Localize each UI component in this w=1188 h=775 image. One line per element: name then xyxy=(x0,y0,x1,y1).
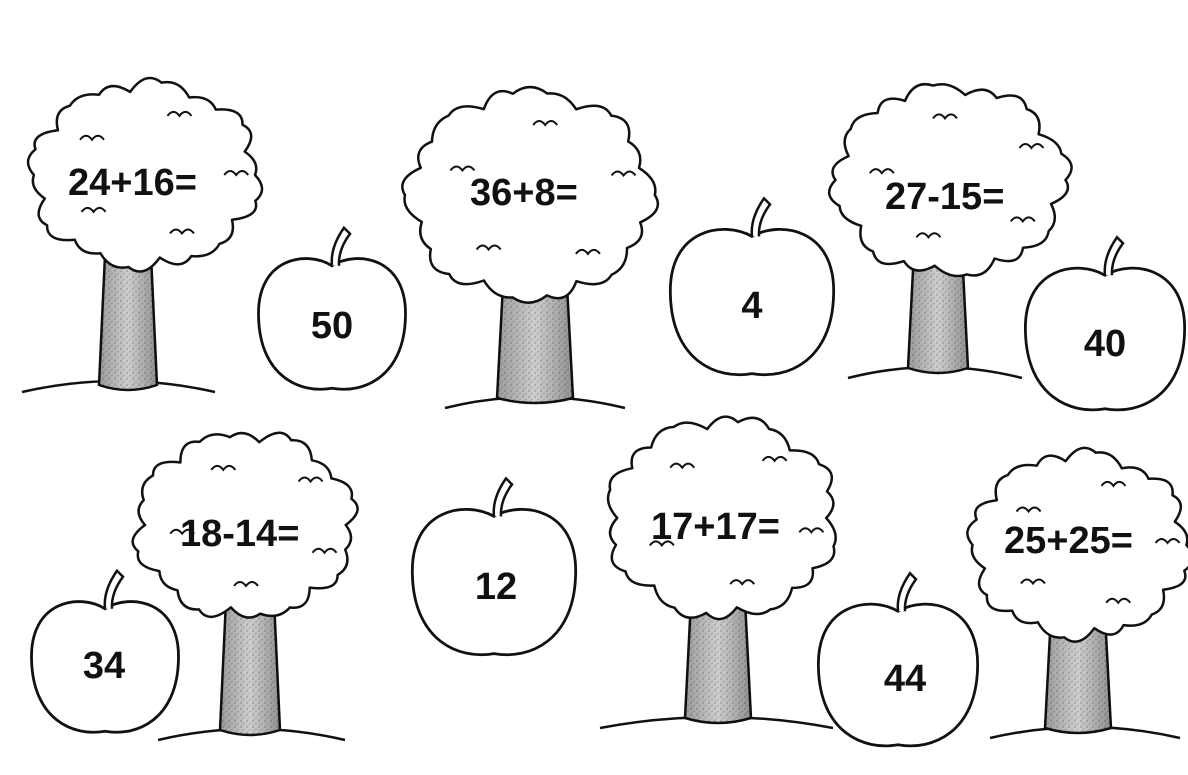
apple-answer-6: 44 xyxy=(883,658,927,700)
apple-answer-3: 40 xyxy=(1083,323,1127,365)
apple-stem xyxy=(103,568,125,609)
apple-body xyxy=(817,602,979,748)
tree-2 xyxy=(401,85,660,410)
leaf-squiggle xyxy=(311,547,338,555)
crown xyxy=(828,82,1073,278)
apple-answer-4: 12 xyxy=(474,566,518,608)
apple-5 xyxy=(30,568,180,734)
leaf-squiggle xyxy=(932,113,958,121)
tree-expression-5: 17+17= xyxy=(651,506,780,548)
crown xyxy=(401,85,660,304)
apple-stem xyxy=(896,571,918,612)
tree-expression-3: 27-15= xyxy=(885,176,1005,218)
tree-expression-1: 24+16= xyxy=(68,162,197,204)
apple-3 xyxy=(1024,235,1186,412)
apple-body xyxy=(30,600,180,734)
leaf-squiggle xyxy=(669,462,696,470)
tree-5 xyxy=(599,415,837,730)
leaf-squiggle xyxy=(80,206,107,214)
tree-3 xyxy=(828,82,1073,380)
leaf-squiggle xyxy=(1100,480,1127,488)
apple-1 xyxy=(257,225,407,391)
apple-body xyxy=(410,508,578,657)
leaf-squiggle xyxy=(475,244,502,252)
leaf-squiggle xyxy=(1105,597,1132,605)
leaf-squiggle xyxy=(729,579,756,586)
apple-stem xyxy=(1103,235,1125,276)
leaf-squiggle xyxy=(610,170,637,178)
apple-stem xyxy=(750,196,772,237)
apple-answer-2: 4 xyxy=(741,285,763,327)
crown xyxy=(26,76,264,273)
leaf-squiggle xyxy=(649,540,675,548)
leaf-squiggle xyxy=(1018,142,1045,150)
apple-body xyxy=(1024,266,1186,412)
leaf-squiggle xyxy=(1020,578,1046,586)
leaf-squiggle xyxy=(223,170,249,177)
tree-4 xyxy=(131,431,359,742)
leaf-squiggle xyxy=(210,464,237,472)
apple-body xyxy=(257,257,407,391)
leaf-squiggle xyxy=(915,232,942,239)
leaf-squiggle xyxy=(1154,537,1181,545)
leaf-squiggle xyxy=(1009,216,1036,224)
leaf-squiggle xyxy=(166,110,193,118)
leaf-squiggle xyxy=(1015,506,1042,514)
apple-stem xyxy=(492,476,514,517)
apple-answer-5: 34 xyxy=(82,645,126,687)
leaf-squiggle xyxy=(532,120,558,127)
apple-body xyxy=(668,228,836,377)
apple-2 xyxy=(668,196,836,377)
crown xyxy=(966,446,1188,643)
tree-6 xyxy=(966,446,1188,740)
leaf-squiggle xyxy=(79,134,105,142)
apple-answer-1: 50 xyxy=(310,305,354,347)
leaf-squiggle xyxy=(233,580,259,588)
apple-6 xyxy=(817,571,979,748)
leaf-squiggle xyxy=(169,528,195,536)
tree-1 xyxy=(21,76,264,394)
apple-stem xyxy=(330,225,352,266)
leaf-squiggle xyxy=(869,168,895,175)
crown xyxy=(606,415,837,621)
leaf-squiggle xyxy=(798,527,825,534)
leaf-squiggle xyxy=(297,476,324,484)
leaf-squiggle xyxy=(169,228,195,236)
leaf-squiggle xyxy=(575,248,601,256)
leaf-squiggle xyxy=(761,455,788,463)
apple-4 xyxy=(410,476,578,657)
leaf-squiggle xyxy=(449,165,476,173)
tree-expression-2: 36+8= xyxy=(470,172,578,214)
tree-expression-6: 25+25= xyxy=(1004,520,1133,562)
tree-expression-4: 18-14= xyxy=(180,513,300,555)
